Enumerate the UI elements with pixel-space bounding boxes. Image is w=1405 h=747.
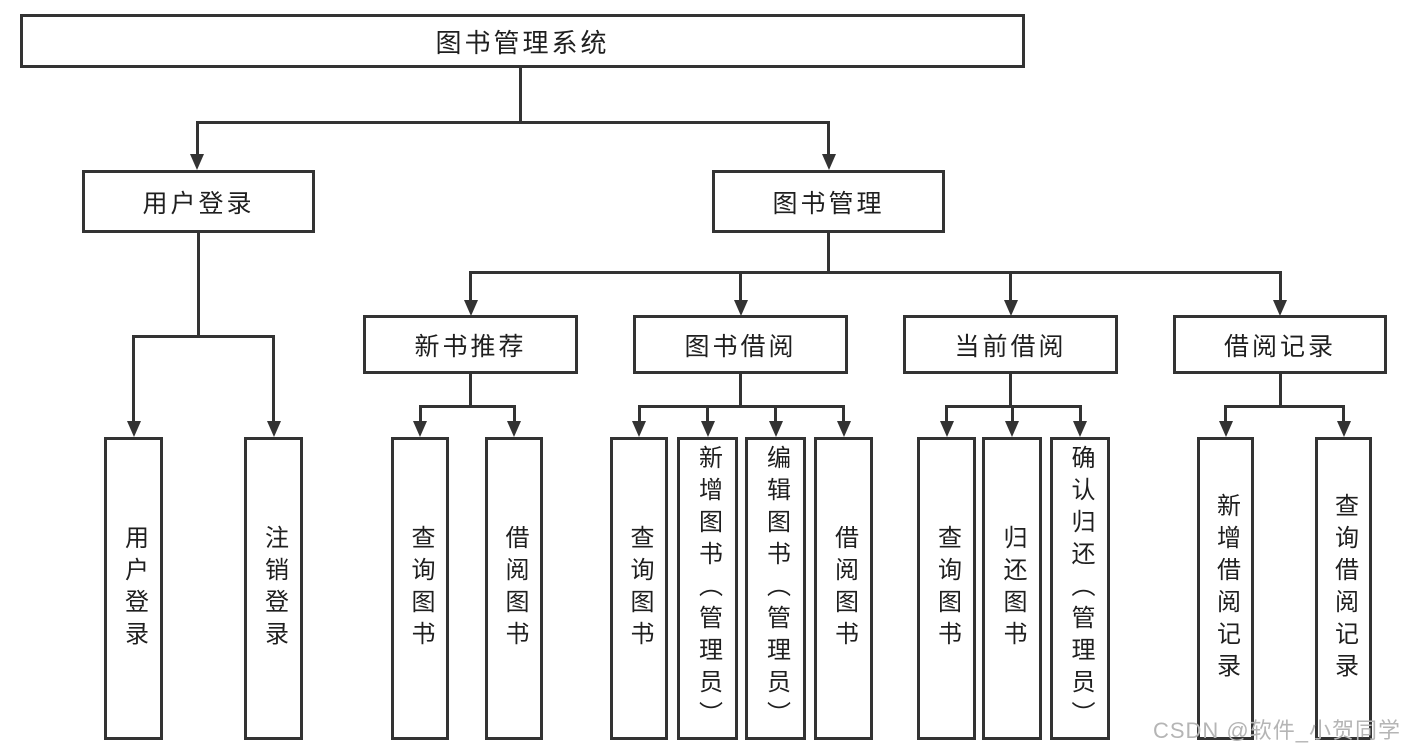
leaf-label: 新增图书（管理员） <box>694 444 722 733</box>
arrow-down-icon <box>413 421 427 437</box>
arrow-down-icon <box>1073 421 1087 437</box>
connector-mgmt-stem <box>827 233 830 271</box>
leaf-label: 确认归还（管理员） <box>1067 444 1094 733</box>
leaf-label: 借阅图书 <box>501 524 528 653</box>
connector-drop <box>1279 271 1282 302</box>
connector-groupA-stem <box>469 374 472 405</box>
connector-groupB-header <box>638 405 845 408</box>
arrow-down-icon <box>507 421 521 437</box>
arrow-down-icon <box>1219 421 1233 437</box>
watermark: CSDN @软件_小贺同学 <box>1152 718 1401 743</box>
connector-drop <box>272 335 275 423</box>
connector-drop <box>132 335 135 423</box>
node-borrow-records: 借阅记录 <box>1173 315 1387 374</box>
node-root: 图书管理系统 <box>20 14 1025 68</box>
node-leaf-query-books-b: 查询图书 <box>610 437 668 740</box>
connector-root-header <box>197 121 830 124</box>
connector-drop <box>419 405 422 423</box>
arrow-down-icon <box>127 421 141 437</box>
connector-drop <box>827 121 830 156</box>
node-leaf-confirm-return: 确认归还（管理员） <box>1050 437 1110 740</box>
arrow-down-icon <box>464 300 478 316</box>
leaf-label: 新增借阅记录 <box>1212 492 1240 685</box>
leaf-label: 归还图书 <box>999 524 1026 653</box>
leaf-label: 查询图书 <box>407 524 434 653</box>
node-user-login: 用户登录 <box>82 170 315 233</box>
arrow-down-icon <box>632 421 646 437</box>
connector-drop <box>945 405 948 423</box>
leaf-label: 用户登录 <box>120 524 148 653</box>
arrow-down-icon <box>940 421 954 437</box>
node-leaf-add-books: 新增图书（管理员） <box>677 437 738 740</box>
node-leaf-borrow-books-b: 借阅图书 <box>814 437 873 740</box>
arrow-down-icon <box>267 421 281 437</box>
leaf-label: 注销登录 <box>260 524 288 653</box>
connector-groupD-stem <box>1279 374 1282 405</box>
node-leaf-logout: 注销登录 <box>244 437 303 740</box>
connector-drop <box>638 405 641 423</box>
node-leaf-borrow-books-a: 借阅图书 <box>485 437 543 740</box>
arrow-down-icon <box>769 421 783 437</box>
connector-user-header <box>132 335 275 338</box>
connector-drop <box>1342 405 1345 423</box>
leaf-label: 查询借阅记录 <box>1330 492 1358 685</box>
connector-groupC-stem <box>1009 374 1012 405</box>
connector-groupA-header <box>419 405 516 408</box>
connector-root-stem <box>519 68 522 121</box>
connector-drop <box>513 405 516 423</box>
leaf-label: 编辑图书（管理员） <box>762 444 790 733</box>
arrow-down-icon <box>190 154 204 170</box>
connector-drop <box>1011 405 1014 423</box>
node-new-book-recommend: 新书推荐 <box>363 315 578 374</box>
leaf-label: 借阅图书 <box>830 524 858 653</box>
connector-mgmt-header <box>469 271 1282 274</box>
node-current-borrow: 当前借阅 <box>903 315 1118 374</box>
connector-groupD-header <box>1224 405 1345 408</box>
connector-groupB-stem <box>739 374 742 405</box>
arrow-down-icon <box>701 421 715 437</box>
leaf-label: 查询图书 <box>933 524 961 653</box>
connector-drop <box>1224 405 1227 423</box>
node-leaf-query-borrow-record: 查询借阅记录 <box>1315 437 1372 740</box>
node-leaf-add-borrow-record: 新增借阅记录 <box>1197 437 1254 740</box>
node-book-borrow: 图书借阅 <box>633 315 848 374</box>
arrow-down-icon <box>1273 300 1287 316</box>
arrow-down-icon <box>1337 421 1351 437</box>
arrow-down-icon <box>837 421 851 437</box>
arrow-down-icon <box>734 300 748 316</box>
node-leaf-user-login: 用户登录 <box>104 437 163 740</box>
node-leaf-query-books-c: 查询图书 <box>917 437 976 740</box>
arrow-down-icon <box>1004 300 1018 316</box>
connector-drop <box>469 271 472 302</box>
node-leaf-return-books: 归还图书 <box>982 437 1042 740</box>
connector-drop <box>706 405 709 423</box>
connector-user-stem <box>197 233 200 335</box>
connector-drop <box>739 271 742 302</box>
connector-drop <box>774 405 777 423</box>
connector-drop <box>842 405 845 423</box>
connector-drop <box>1079 405 1082 423</box>
node-book-management: 图书管理 <box>712 170 945 233</box>
connector-drop <box>1009 271 1012 302</box>
arrow-down-icon <box>822 154 836 170</box>
arrow-down-icon <box>1005 421 1019 437</box>
node-leaf-edit-books: 编辑图书（管理员） <box>745 437 806 740</box>
leaf-label: 查询图书 <box>626 524 653 653</box>
node-leaf-query-books-a: 查询图书 <box>391 437 449 740</box>
connector-drop <box>196 121 199 156</box>
